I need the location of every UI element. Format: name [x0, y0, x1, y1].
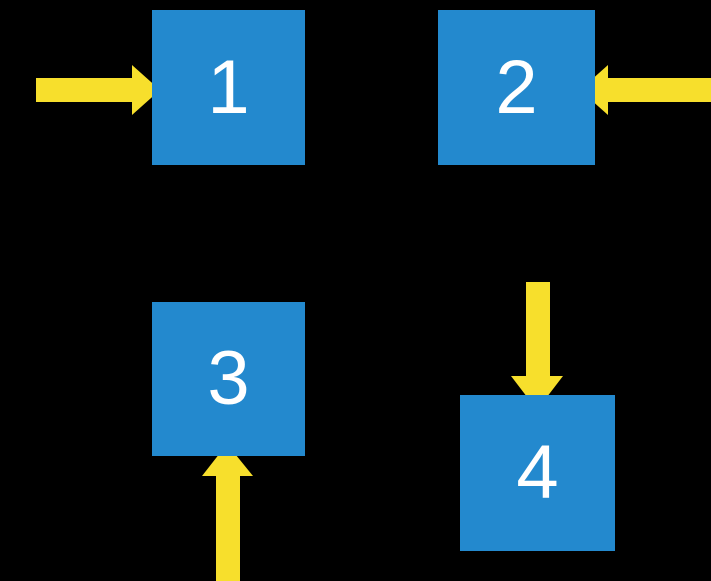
- node-label-2: 2: [495, 44, 538, 130]
- arrow-down-into-node-4: [511, 282, 563, 410]
- arrow-left-shape: [580, 65, 711, 115]
- arrow-right-into-node-1: [36, 65, 160, 115]
- arrow-right-shape: [36, 65, 160, 115]
- node-box-4[interactable]: 4: [460, 395, 615, 551]
- node-label-3: 3: [207, 336, 250, 421]
- node-box-1[interactable]: 1: [152, 10, 305, 165]
- node-box-3[interactable]: 3: [152, 302, 305, 456]
- arrow-up-shape: [202, 444, 253, 581]
- node-label-1: 1: [207, 44, 250, 130]
- arrow-up-into-node-3: [202, 444, 253, 581]
- node-box-2[interactable]: 2: [438, 10, 595, 165]
- node-label-4: 4: [516, 430, 559, 515]
- arrow-down-shape: [511, 282, 563, 410]
- arrow-left-into-node-2: [580, 65, 711, 115]
